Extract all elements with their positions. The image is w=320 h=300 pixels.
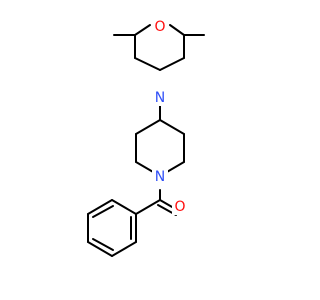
atom-nitrogen-piperidine: N <box>152 169 168 185</box>
bond <box>92 238 114 251</box>
atom-oxygen-ring: O <box>152 19 168 35</box>
bond <box>169 24 185 36</box>
atom-oxygen-carbonyl: O <box>172 199 188 215</box>
bond <box>111 199 137 215</box>
atom-label: N <box>155 90 165 106</box>
bond <box>135 199 161 215</box>
atom-label: O <box>174 199 185 215</box>
bond <box>87 199 113 215</box>
bond <box>159 119 185 135</box>
bond <box>134 24 151 36</box>
bond-layer <box>87 24 205 257</box>
bond <box>87 241 113 257</box>
atom-layer: O N N O <box>152 19 188 215</box>
atom-label: O <box>154 19 165 35</box>
bond <box>135 119 161 135</box>
bond <box>134 57 161 71</box>
bond <box>111 241 137 257</box>
atom-nitrogen-morpholine: N <box>152 90 168 106</box>
bond <box>159 57 185 71</box>
molecule-structure: O N N O <box>87 19 205 257</box>
atom-label: N <box>155 169 165 185</box>
bond <box>92 205 114 218</box>
